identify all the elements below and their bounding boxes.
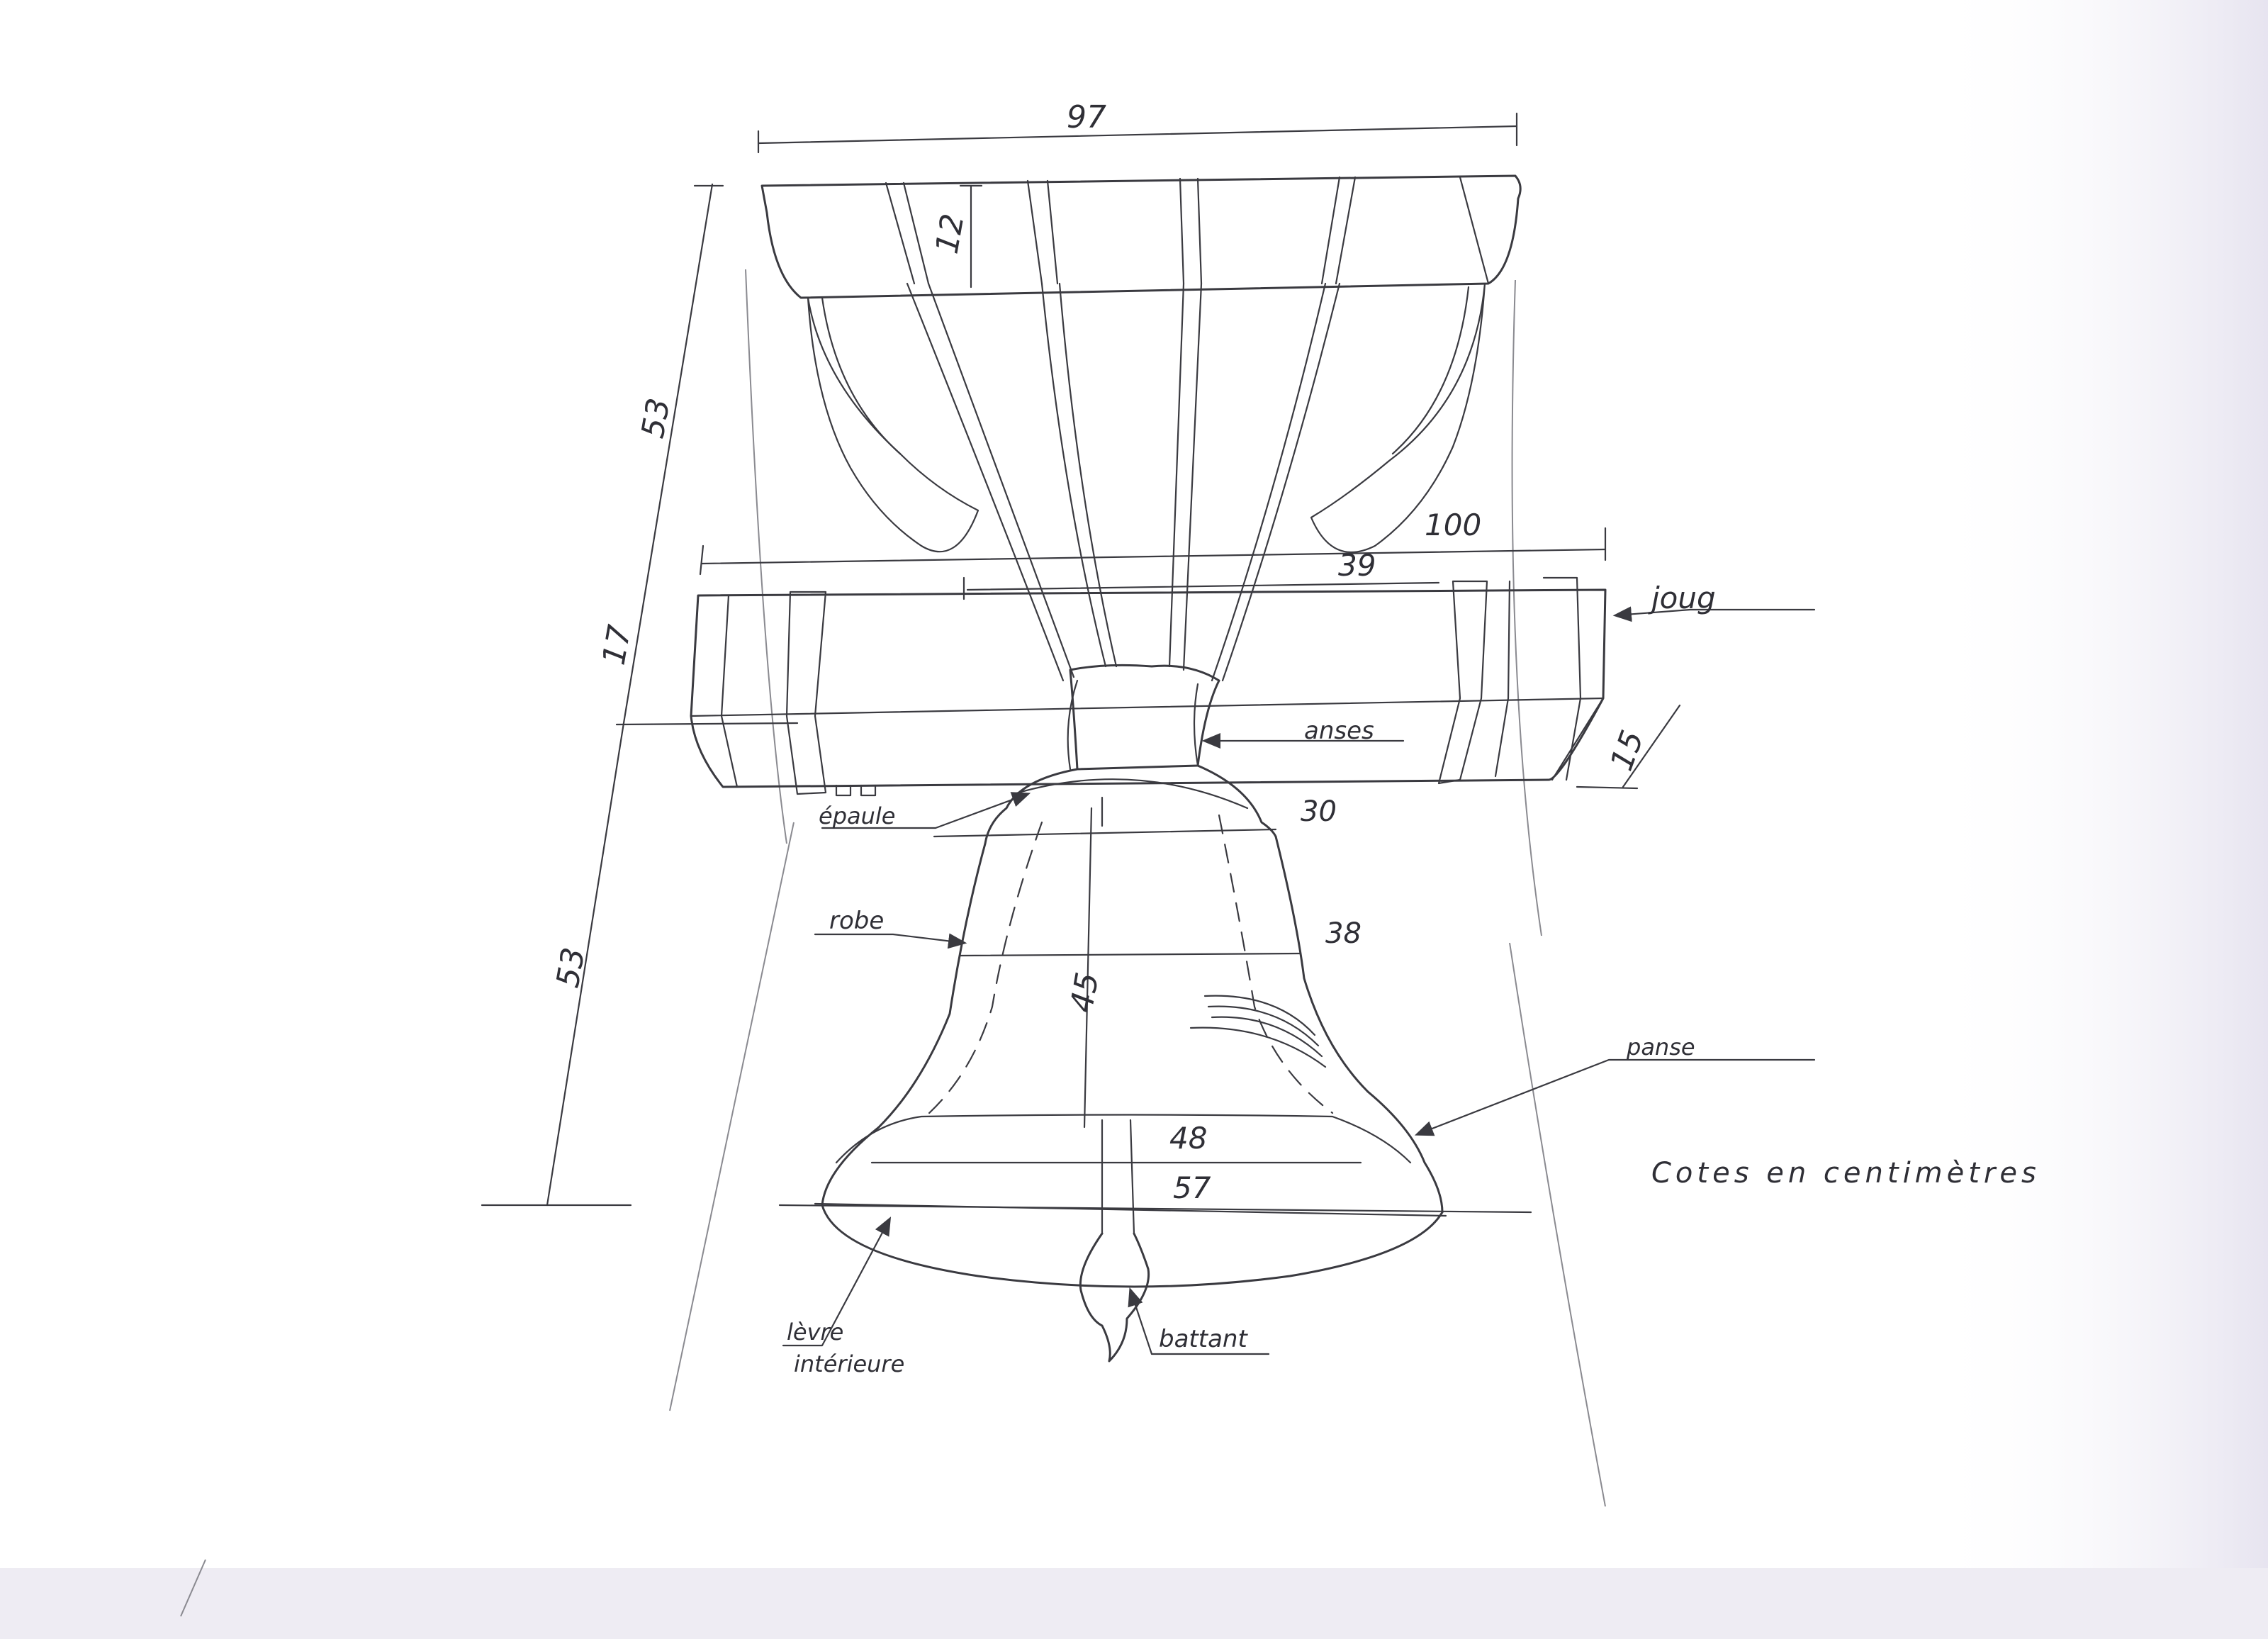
label-epaule: épaule [819,802,895,829]
units-note: Cotes en centimètres [1651,1157,2040,1190]
dim-inner-rim: 48 [1169,1121,1207,1156]
dimension-lines [481,112,1681,1217]
label-battant: battant [1159,1325,1248,1353]
paper-bottom-band [0,1568,2268,1639]
dim-top-height: 12 [929,211,972,257]
dim-shoulder-width: 30 [1301,795,1337,828]
label-levre-line2: intérieure [794,1350,904,1377]
dim-mouth-width: 57 [1173,1170,1211,1205]
leader-lines [782,606,1816,1355]
label-anses: anses [1304,717,1374,745]
headstock-top [760,174,1522,682]
dim-yoke-width: 97 [1067,99,1106,135]
label-joug: joug [1648,581,1716,615]
dim-total-height-upper: 53 [635,396,678,441]
dim-body-height: 45 [1064,970,1106,1015]
label-robe: robe [829,907,884,935]
dim-waist-width: 38 [1325,917,1362,950]
dim-beam-length: 100 [1425,508,1481,542]
dim-beam-height: 17 [596,622,639,668]
label-panse: panse [1626,1034,1695,1061]
bell [821,664,1444,1363]
support-frame-lines [180,269,1606,1617]
dim-beam-inner: 39 [1338,548,1376,583]
dim-total-height-lower: 53 [550,945,593,990]
yoke-beam [690,576,1607,797]
label-levre-line1: lèvre [787,1319,843,1346]
